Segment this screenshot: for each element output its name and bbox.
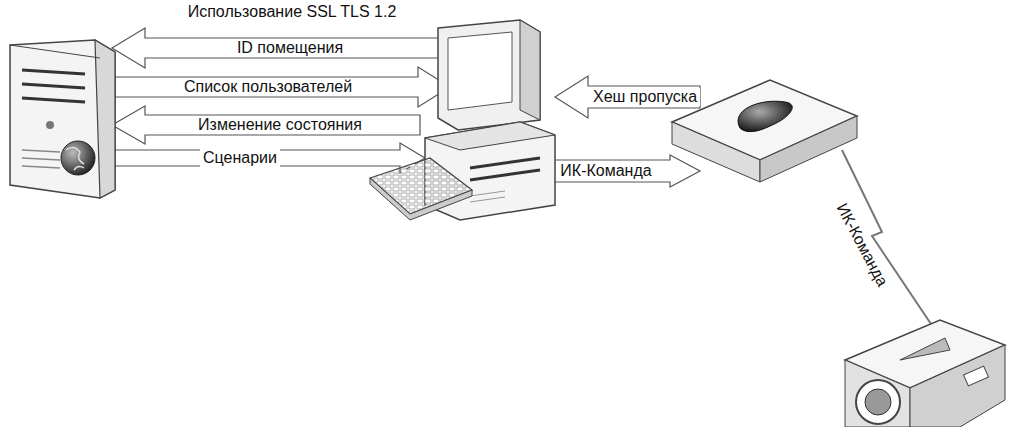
arrow-label: Хеш пропуска bbox=[590, 88, 700, 106]
arrow-label: Список пользователей bbox=[181, 78, 355, 96]
arrow-label: ИК-Команда bbox=[557, 162, 654, 180]
block-arrows bbox=[112, 28, 700, 187]
arrow-label: ID помещения bbox=[234, 39, 346, 57]
computer-icon bbox=[370, 20, 555, 220]
server-icon bbox=[10, 40, 115, 198]
arrow-label: Сценарии bbox=[200, 149, 280, 167]
arrow-label: Изменение состояния bbox=[195, 116, 365, 134]
arrow-label: ИК-Команда bbox=[831, 198, 893, 292]
projector-icon bbox=[845, 320, 1005, 427]
protocol-note: Использование SSL TLS 1.2 bbox=[185, 3, 400, 21]
